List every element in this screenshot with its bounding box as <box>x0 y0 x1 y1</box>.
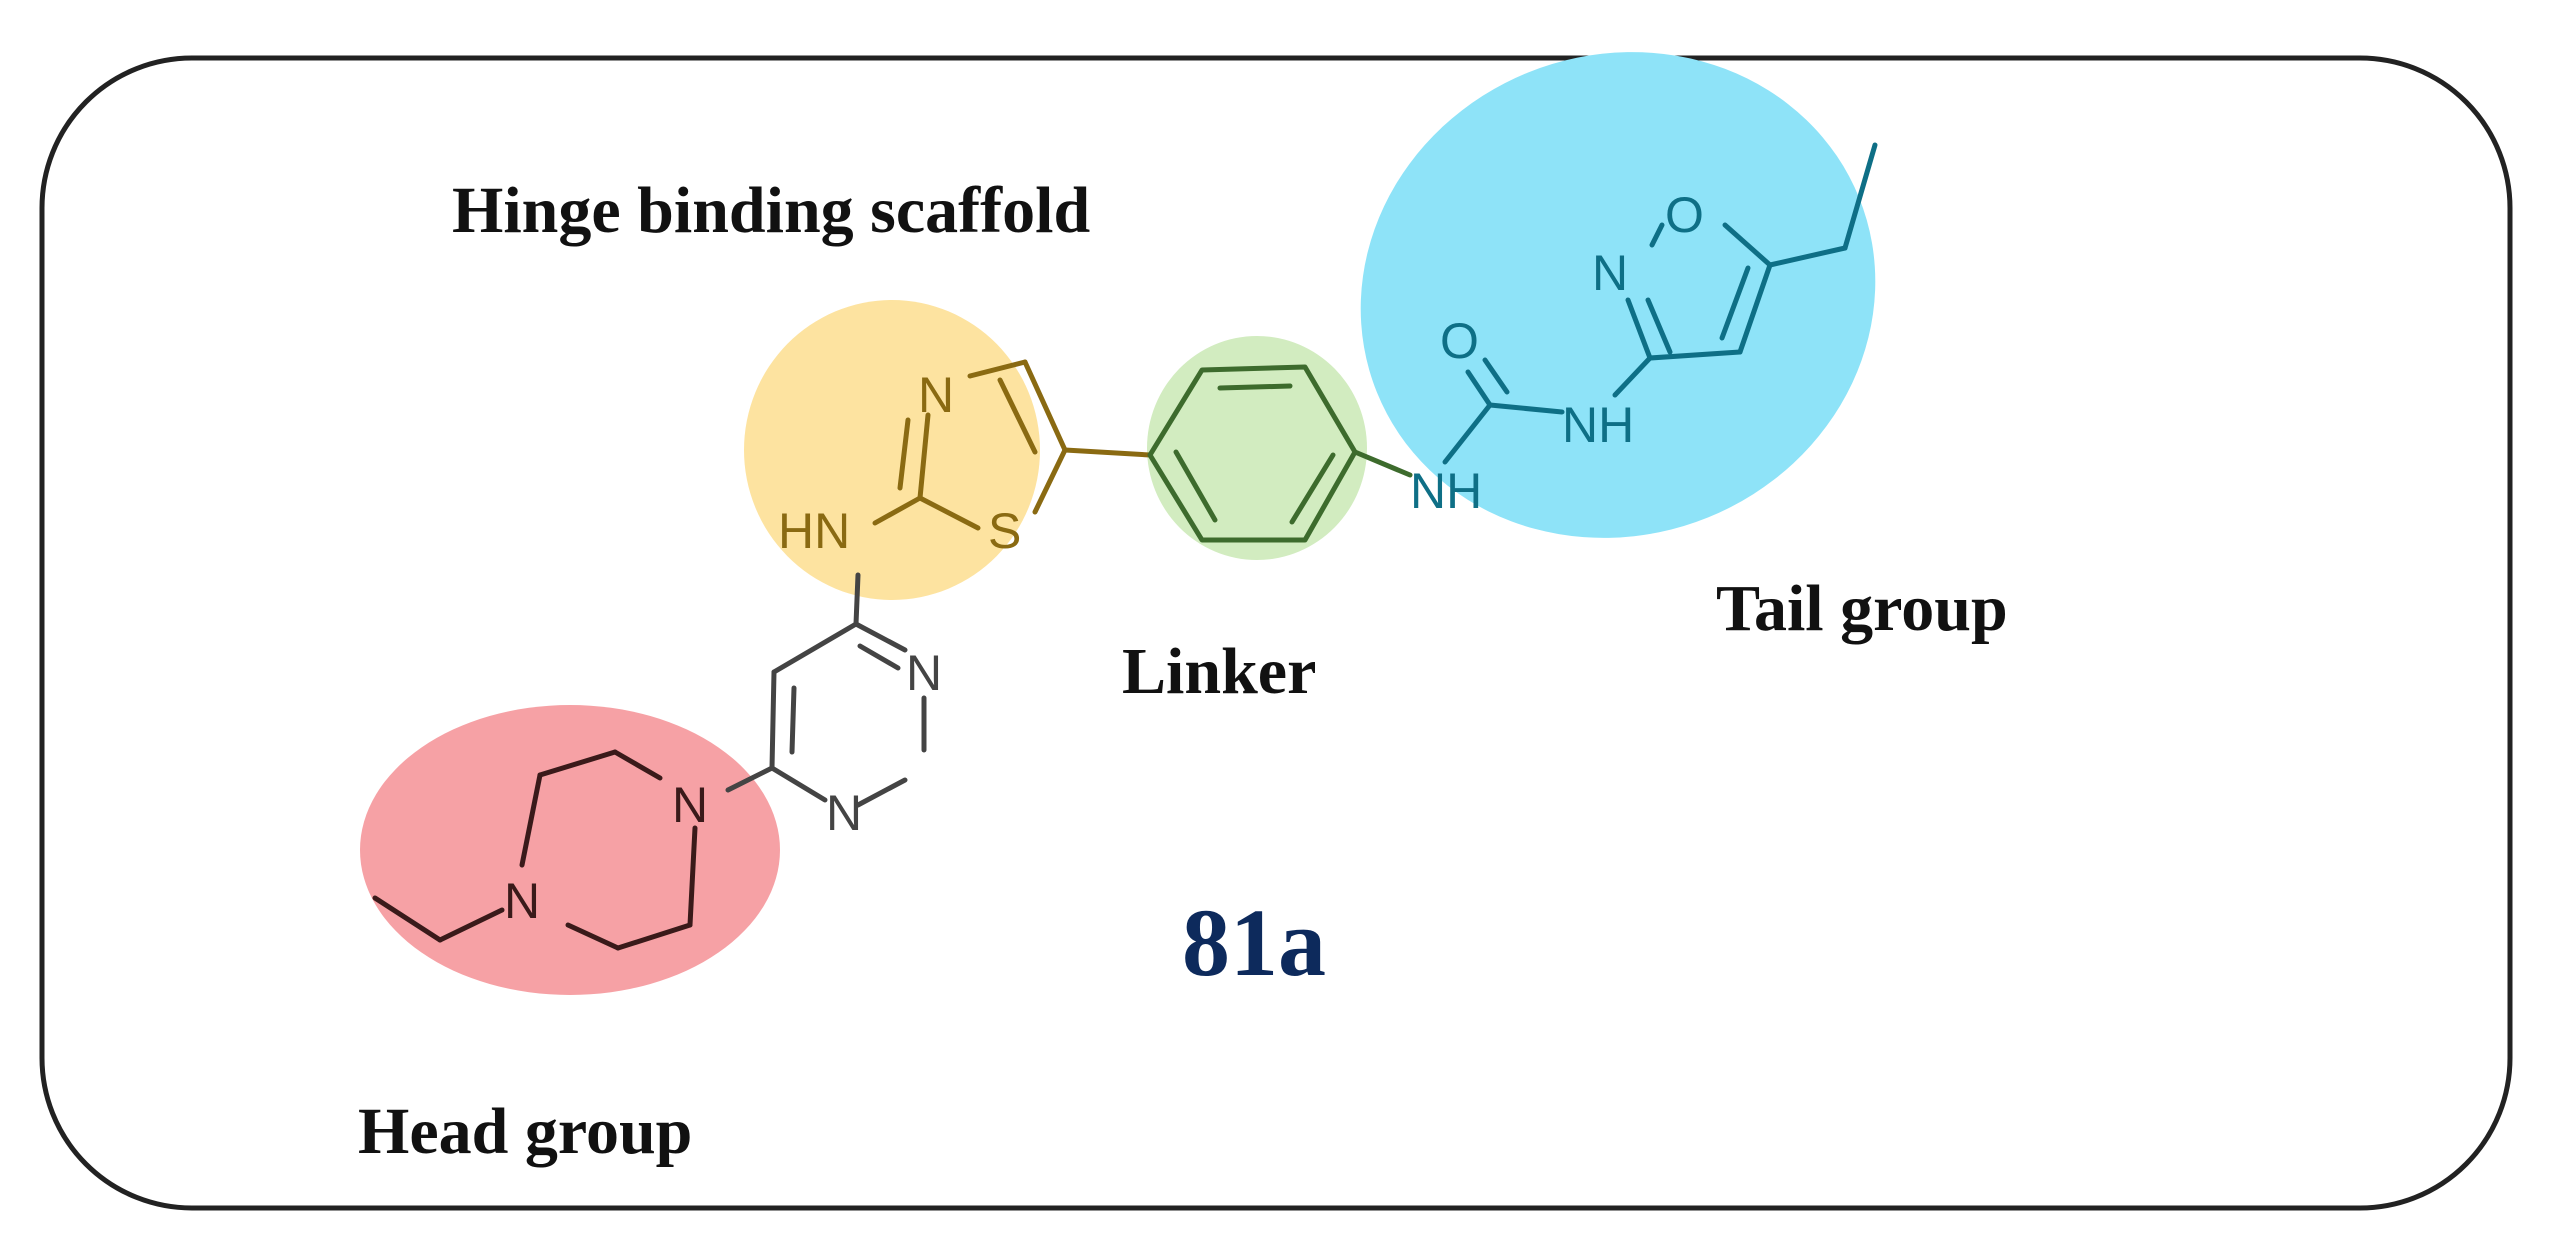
head-region-highlight <box>360 705 780 995</box>
pyrimidine-ring <box>725 572 927 808</box>
thiazole-s-label: S <box>988 503 1021 559</box>
thiazole-ring <box>872 359 1153 531</box>
tail-region-highlight <box>1360 52 1876 538</box>
linker-region-highlight <box>1147 336 1367 560</box>
urea-isoxazole <box>1442 142 1878 465</box>
piperazine-n1-label: N <box>672 777 708 833</box>
pyrimidine-n1-label: N <box>906 645 942 701</box>
phenyl-ring <box>1147 364 1413 543</box>
hinge-region-highlight <box>744 300 1040 600</box>
piperazine-n2-label: N <box>504 873 540 929</box>
tail-label: Tail group <box>1716 572 2008 645</box>
amine-hn-label: HN <box>778 503 850 559</box>
urea-nh1-label: NH <box>1410 463 1482 519</box>
isoxazole-n-label: N <box>1592 245 1628 301</box>
diagram-frame <box>39 55 2513 1211</box>
urea-o-label: O <box>1440 313 1479 369</box>
head-label: Head group <box>358 1095 692 1168</box>
compound-label: 81a <box>1182 889 1326 996</box>
piperazine-ring <box>372 749 698 951</box>
linker-label: Linker <box>1122 635 1316 708</box>
pyrimidine-n2-label: N <box>826 785 862 841</box>
urea-nh2-label: NH <box>1562 397 1634 453</box>
thiazole-n-label: N <box>918 367 954 423</box>
isoxazole-o-label: O <box>1665 187 1704 243</box>
hinge-label: Hinge binding scaffold <box>452 174 1090 247</box>
